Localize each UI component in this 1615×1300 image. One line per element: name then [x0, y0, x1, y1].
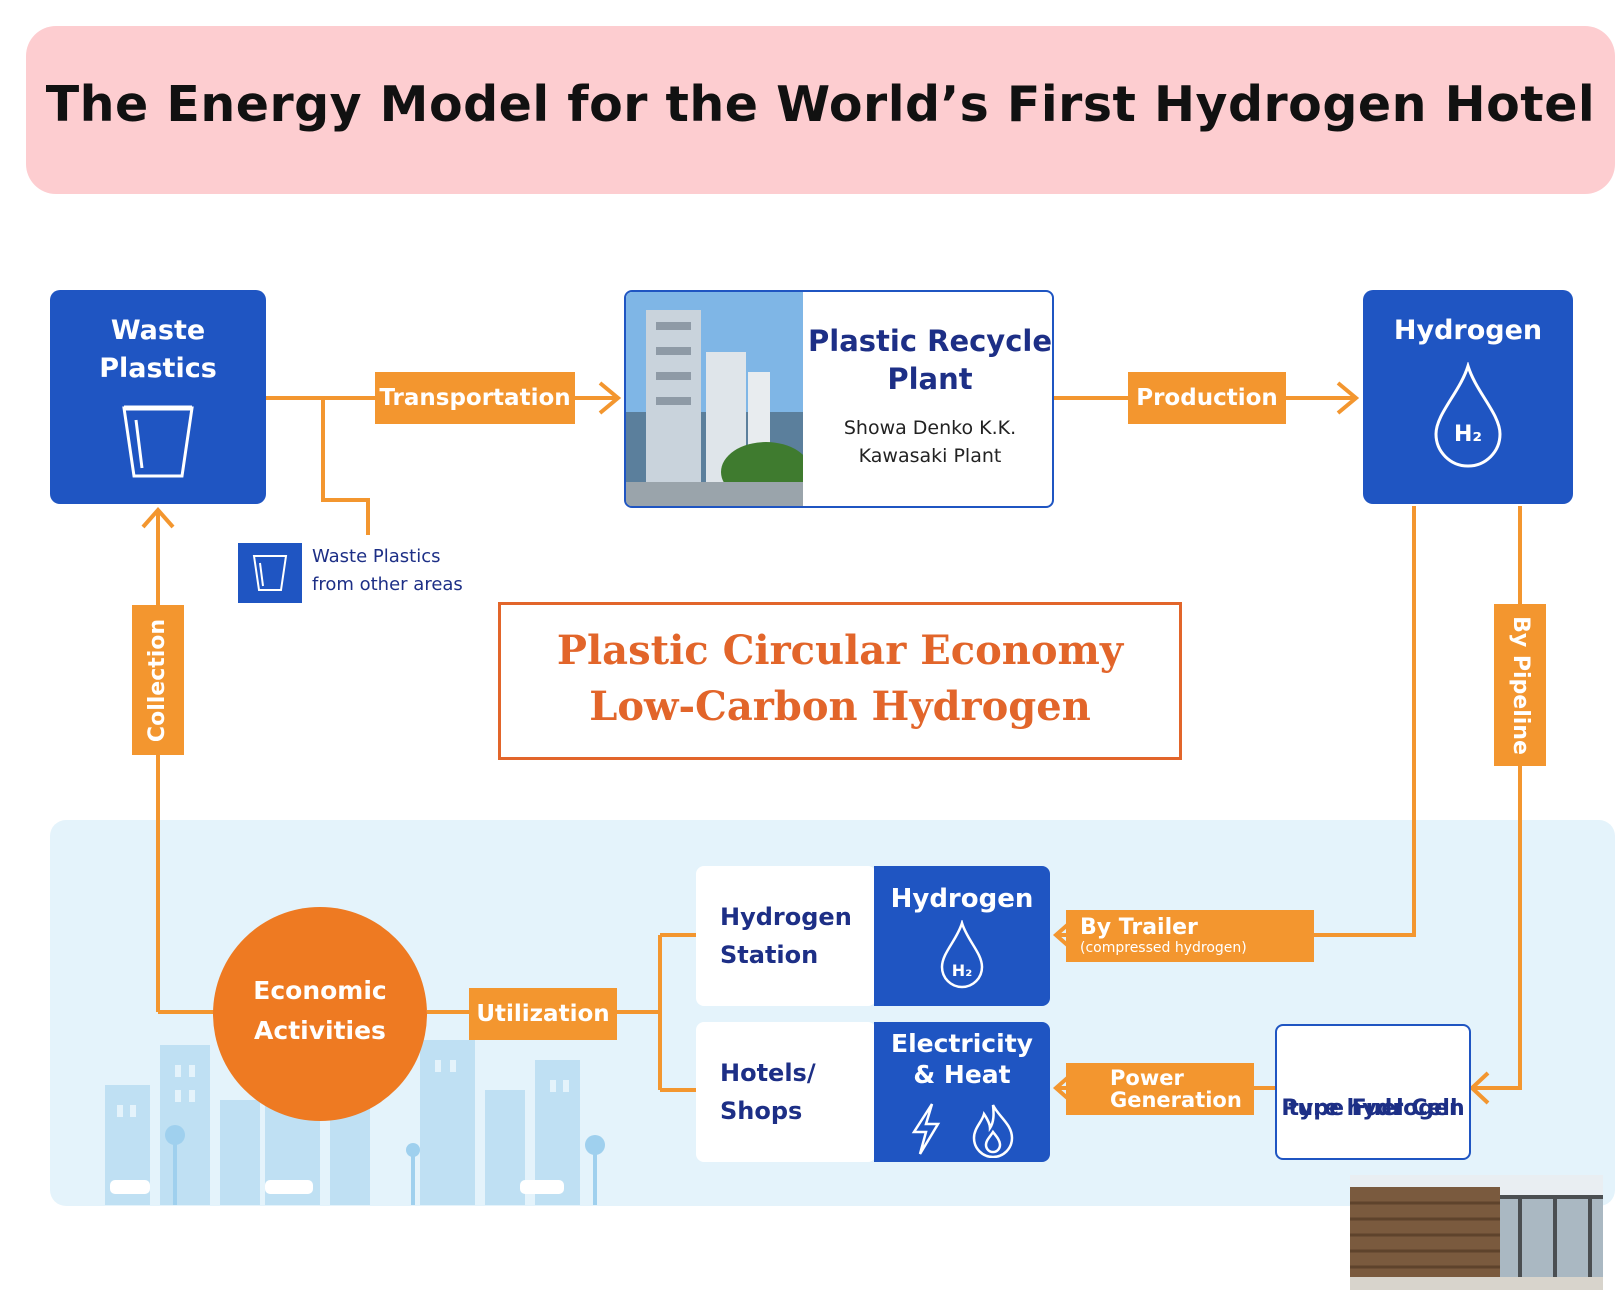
plastic-recycle-plant-card: Plastic Recycle Plant Showa Denko K.K. K… [624, 290, 1054, 508]
cup-icon [252, 555, 288, 591]
hydrogen-station-card: Hydrogen Station [696, 866, 876, 1006]
h2-symbol-top: H₂ [1453, 422, 1483, 447]
pipeline-line [1472, 506, 1522, 1090]
plant-title-text: Plastic Recycle Plant [808, 324, 1053, 396]
title-banner: The Energy Model for the World’s First H… [26, 26, 1615, 194]
h2-symbol-bottom: H₂ [951, 961, 973, 980]
plant-photo [626, 292, 803, 506]
plant-location: Kawasaki Plant [858, 445, 1002, 467]
electricity-heat-label: Electricity & Heat [874, 1028, 1050, 1090]
other-areas-line [321, 398, 370, 535]
pipeline-label: By Pipeline [1507, 615, 1533, 755]
drop-icon [940, 920, 984, 989]
economic-activities-circle: Economic Activities [213, 907, 427, 1121]
circular-economy-line1: Plastic Circular Economy [556, 627, 1124, 674]
heat-line: & Heat [913, 1060, 1011, 1089]
trailer-label: By Trailer [1080, 915, 1198, 940]
economic-line2: Activities [254, 1016, 386, 1045]
collection-label-box: Collection [132, 605, 184, 755]
circular-economy-line2: Low-Carbon Hydrogen [589, 683, 1091, 730]
power-line1: Power [1110, 1066, 1184, 1090]
waste-plastics-box: Waste Plastics [50, 290, 266, 504]
fuel-cell-card: Pure hydrogen type Fuel Cell [1275, 1024, 1471, 1160]
waste-plastics-label: Waste Plastics [99, 315, 217, 384]
production-arrowhead [1336, 381, 1360, 415]
pipeline-label-box: By Pipeline [1494, 604, 1546, 766]
hydrogen-box-top: Hydrogen H₂ [1363, 290, 1573, 504]
plant-subtitle: Showa Denko K.K. Kawasaki Plant [808, 414, 1052, 470]
hydrogen-bottom-label: Hydrogen [890, 884, 1034, 914]
electricity-line: Electricity [891, 1029, 1033, 1058]
production-label: Production [1128, 372, 1286, 424]
waste-other-areas-line2: from other areas [312, 574, 463, 595]
lightning-icon [911, 1103, 941, 1155]
electricity-heat-box: Electricity & Heat [874, 1022, 1050, 1162]
power-line2: Generation [1110, 1088, 1242, 1112]
hotel-photo [1350, 1175, 1603, 1290]
power-generation-label-box: Power Generation [1066, 1063, 1254, 1115]
drop-icon [1434, 362, 1502, 468]
hydrogen-station-label: Hydrogen Station [720, 898, 852, 974]
city-skyline-image [105, 1040, 605, 1205]
cup-icon [122, 405, 194, 478]
hydrogen-station-line2: Station [720, 941, 819, 969]
waste-other-areas-line1: Waste Plastics [312, 546, 441, 567]
pipeline-arrowhead [1469, 1071, 1490, 1105]
collection-label: Collection [145, 618, 171, 742]
circular-economy-box: Plastic Circular Economy Low-Carbon Hydr… [498, 602, 1182, 760]
collection-arrowhead [141, 506, 175, 529]
economic-line1: Economic [253, 976, 387, 1005]
trailer-label-box: By Trailer (compressed hydrogen) [1066, 910, 1314, 962]
hotels-line1: Hotels/ [720, 1059, 816, 1087]
fuel-cell-line2: type Fuel Cell [1288, 1096, 1458, 1121]
utilization-label: Utilization [469, 988, 617, 1040]
hotels-line2: Shops [720, 1097, 803, 1125]
hydrogen-station-line1: Hydrogen [720, 903, 852, 931]
plant-title: Plastic Recycle Plant [808, 322, 1052, 398]
transportation-label: Transportation [375, 372, 575, 424]
economic-activities-label: Economic Activities [213, 971, 427, 1051]
hydrogen-top-label: Hydrogen [1393, 315, 1543, 346]
hydrogen-box-bottom: Hydrogen H₂ [874, 866, 1050, 1006]
transport-arrowhead [598, 381, 622, 415]
page-title: The Energy Model for the World’s First H… [45, 76, 1596, 133]
trailer-note: (compressed hydrogen) [1080, 940, 1247, 956]
hotels-shops-card: Hotels/ Shops [696, 1022, 876, 1162]
flame-icon [972, 1104, 1014, 1158]
waste-other-areas-icon-box [238, 543, 302, 603]
waste-other-areas-label: Waste Plastics from other areas [312, 543, 463, 599]
hotels-shops-label: Hotels/ Shops [720, 1054, 816, 1130]
fuel-cell-line1: Pure hydrogen [1281, 1096, 1465, 1121]
plant-company: Showa Denko K.K. [843, 417, 1017, 439]
